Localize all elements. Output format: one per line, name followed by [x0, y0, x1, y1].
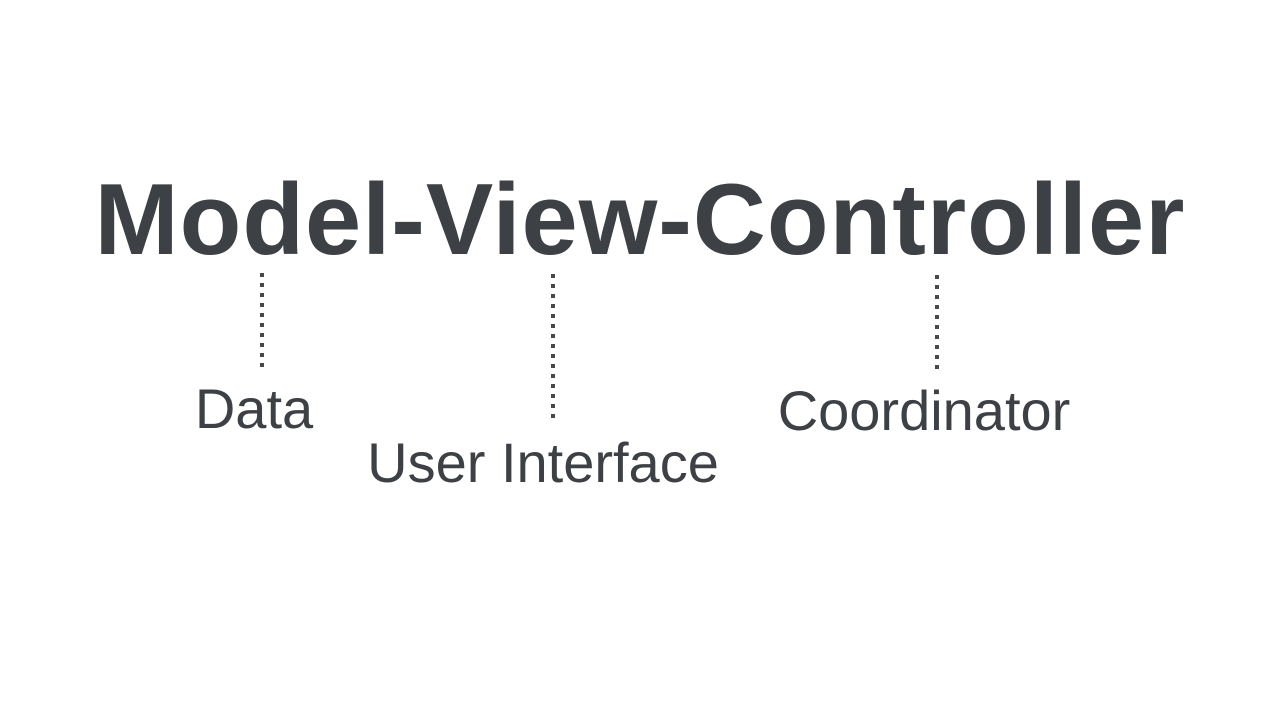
dotted-connector-controller	[935, 275, 939, 369]
annotation-label-controller: Coordinator	[777, 379, 1071, 442]
dotted-connector-model	[260, 273, 264, 368]
annotation-label-view: User Interface	[367, 431, 719, 494]
diagram-title: Model-View-Controller	[94, 164, 1186, 276]
dotted-connector-view	[551, 274, 555, 419]
annotation-label-model: Data	[194, 377, 314, 440]
